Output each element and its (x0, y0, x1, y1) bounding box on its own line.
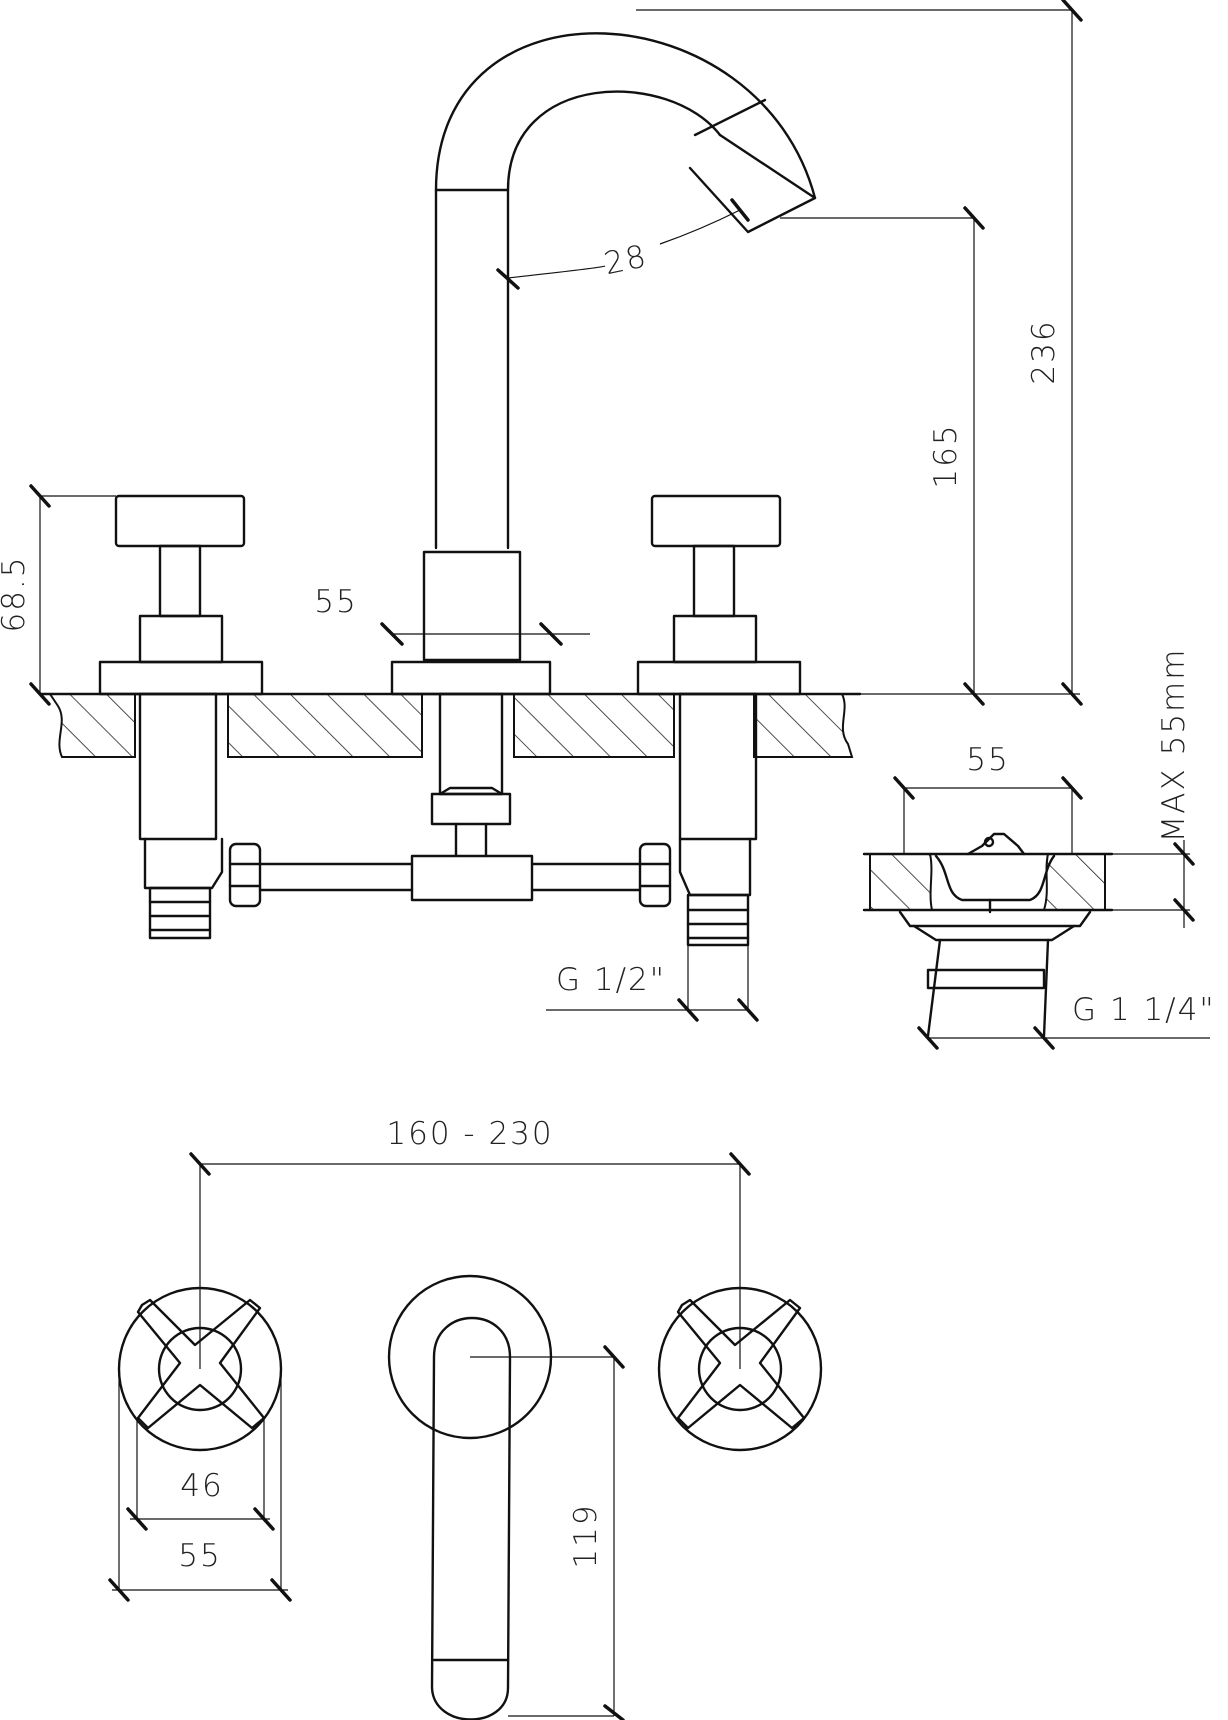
drain-width-label: 55 (966, 742, 1009, 778)
dimension-rosette-diameter: 55 (108, 1369, 292, 1602)
dimension-inlet-thread: G 1/2" (546, 945, 759, 1022)
dimension-handle-height: 68.5 (0, 484, 116, 706)
max-thickness-label: MAX 55mm (1156, 648, 1192, 843)
handle-span-label: 46 (180, 1468, 223, 1504)
drain-countertop-section (1042, 853, 1106, 911)
overall-height-label: 236 (1026, 319, 1062, 384)
dimension-center-distance: 160 - 230 (189, 1116, 751, 1369)
dimension-handle-span: 46 (126, 1418, 275, 1531)
dimension-base-width: 55 (314, 584, 590, 646)
dimension-max-thickness: MAX 55mm (1048, 648, 1195, 928)
drain-detail: 55 MAX 55mm G 1 1/4" (862, 648, 1216, 1050)
dimension-overall-height: 236 (636, 0, 1083, 706)
countertop-section (753, 693, 854, 758)
elevation-view: 236 165 28 68.5 (0, 0, 1083, 1022)
base-width-label: 55 (314, 584, 357, 620)
spout-plan (387, 1274, 553, 1720)
dimension-drain-thread: G 1 1/4" (917, 992, 1216, 1050)
dimension-spout-reach: 119 (470, 1345, 625, 1720)
drain-thread-label: G 1 1/4" (1072, 992, 1216, 1028)
countertop-section (48, 693, 136, 758)
countertop-section (227, 693, 423, 758)
inlet-thread-label: G 1/2" (556, 962, 666, 998)
countertop-section (513, 693, 675, 758)
spout-diameter-label: 28 (601, 238, 651, 282)
right-valve (636, 494, 802, 947)
dimension-spout-height: 165 (780, 206, 985, 706)
handle-height-label: 68.5 (0, 555, 32, 632)
drain-countertop-section (869, 853, 934, 911)
center-distance-label: 160 - 230 (386, 1116, 553, 1152)
plan-view: 160 - 230 46 55 119 (108, 1116, 823, 1720)
spout-height-label: 165 (928, 423, 964, 488)
left-valve (98, 494, 264, 940)
connecting-pipe (258, 862, 642, 892)
spout-reach-label: 119 (568, 1503, 604, 1568)
dimension-drain-width: 55 (893, 742, 1083, 854)
spout (390, 32, 817, 902)
rosette-diameter-label: 55 (178, 1538, 221, 1574)
dimension-spout-diameter: 28 (496, 198, 750, 290)
